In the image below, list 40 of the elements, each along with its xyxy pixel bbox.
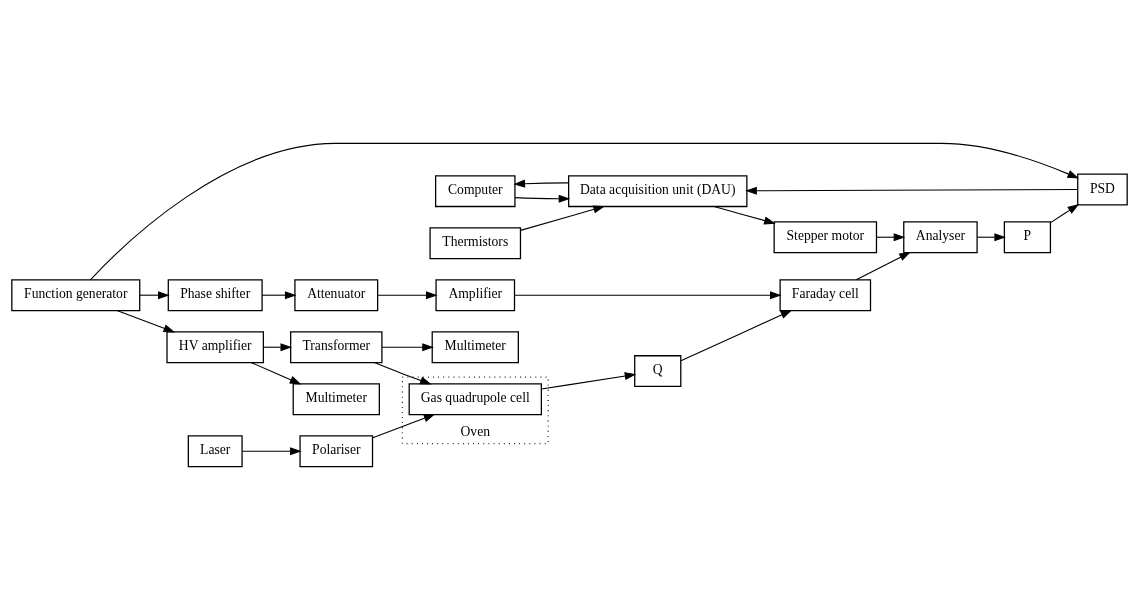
arrow: [251, 361, 302, 384]
arrow: [680, 309, 793, 361]
node-box: Attenuator: [294, 278, 379, 311]
node-box: Polariser: [299, 434, 374, 467]
node-box: Amplifier: [435, 278, 516, 311]
node-box: Function generator: [11, 278, 141, 311]
arrow: [540, 371, 637, 390]
arrow: [241, 446, 302, 455]
node-box: P: [1003, 220, 1052, 253]
node-box: Analyser: [903, 220, 978, 253]
node-box: HV amplifier: [166, 330, 264, 363]
arrow: [117, 309, 176, 332]
arrow: [373, 361, 432, 384]
node-box: Data acquisition unit (DAU): [568, 174, 748, 207]
node-box: Transformer: [290, 330, 383, 363]
arrow: [261, 290, 297, 299]
arrow: [855, 251, 911, 280]
node-box: Laser: [187, 434, 243, 467]
arrow: [745, 186, 1079, 195]
node-box: Multimeter: [431, 330, 519, 363]
node-box: Phase shifter: [167, 278, 263, 311]
arrow: [139, 290, 170, 299]
arrow: [513, 179, 570, 188]
arrow: [514, 290, 782, 299]
arrow: [89, 142, 1080, 280]
node-box: Stepper motor: [773, 220, 878, 253]
arrow: [514, 194, 571, 203]
node-box: Q: [634, 354, 682, 387]
node-box: Thermistors: [429, 226, 522, 259]
arrow: [377, 290, 438, 299]
arrow: [520, 204, 605, 231]
node-box: Gas quadrupole cell: [408, 382, 542, 415]
arrow: [713, 205, 776, 224]
node-box: Computer: [435, 174, 516, 207]
arrow: [372, 413, 436, 438]
arrow: [381, 342, 434, 351]
node-box: Multimeter: [292, 382, 380, 415]
arrow: [1050, 203, 1080, 223]
node-box: PSD: [1077, 172, 1128, 205]
node-box: Faraday cell: [779, 278, 872, 311]
